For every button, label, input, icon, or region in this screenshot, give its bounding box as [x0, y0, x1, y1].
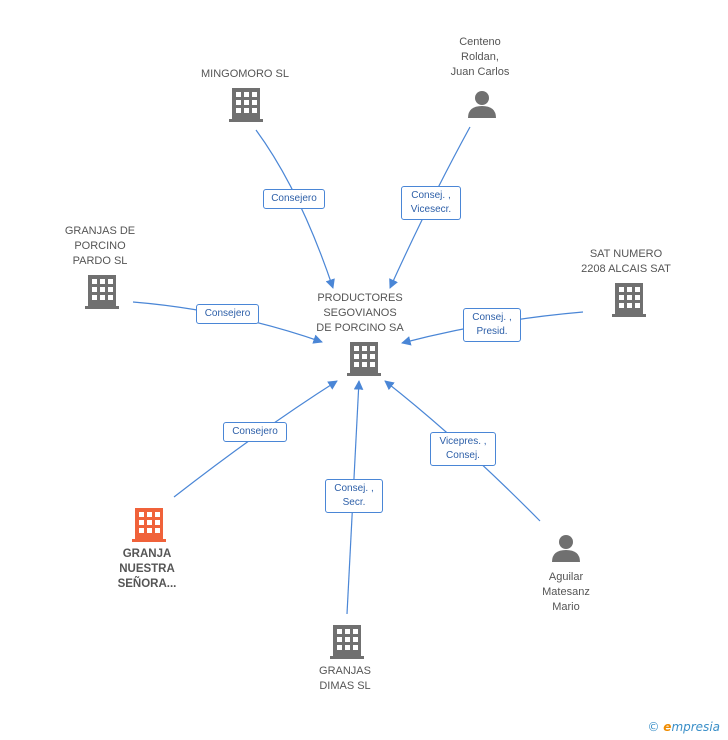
node-label-granjas-pardo[interactable]: GRANJAS DE PORCINO PARDO SL: [64, 225, 136, 267]
empresia-logo[interactable]: empresia: [663, 720, 720, 734]
node-label-centeno[interactable]: Centeno Roldan, Juan Carlos: [450, 36, 510, 78]
node-label-sat-numero[interactable]: SAT NUMERO 2208 ALCAIS SAT: [581, 248, 671, 275]
copyright-symbol: ©: [647, 720, 660, 734]
building-icon[interactable]: [612, 283, 646, 317]
edge-mingomoro: [255, 129, 335, 289]
edge-label-sat-numero[interactable]: Consej. , Presid.: [463, 308, 521, 342]
building-icon[interactable]: [85, 275, 119, 309]
person-icon[interactable]: [468, 91, 496, 118]
building-icon[interactable]: [132, 508, 166, 542]
person-icon[interactable]: [552, 535, 580, 562]
node-label-center[interactable]: PRODUCTORES SEGOVIANOS DE PORCINO SA: [316, 292, 404, 334]
edge-label-granja-nuestra[interactable]: Consejero: [223, 422, 287, 442]
node-label-granjas-dimas[interactable]: GRANJAS DIMAS SL: [319, 665, 371, 692]
node-label-granja-nuestra[interactable]: GRANJA NUESTRA SEÑORA...: [117, 548, 177, 590]
node-label-mingomoro[interactable]: MINGOMORO SL: [200, 68, 289, 80]
edge-label-aguilar[interactable]: Vicepres. , Consej.: [430, 432, 496, 466]
building-icon[interactable]: [330, 625, 364, 659]
edge-label-granjas-pardo[interactable]: Consejero: [196, 304, 259, 324]
edge-label-granjas-dimas[interactable]: Consej. , Secr.: [325, 479, 383, 513]
copyright: © empresia: [647, 720, 720, 734]
edge-label-mingomoro[interactable]: Consejero: [263, 189, 325, 209]
building-icon[interactable]: [347, 342, 381, 376]
node-label-aguilar[interactable]: Aguilar Matesanz Mario: [542, 571, 590, 613]
building-icon[interactable]: [229, 88, 263, 122]
edge-label-centeno[interactable]: Consej. , Vicesecr.: [401, 186, 461, 220]
